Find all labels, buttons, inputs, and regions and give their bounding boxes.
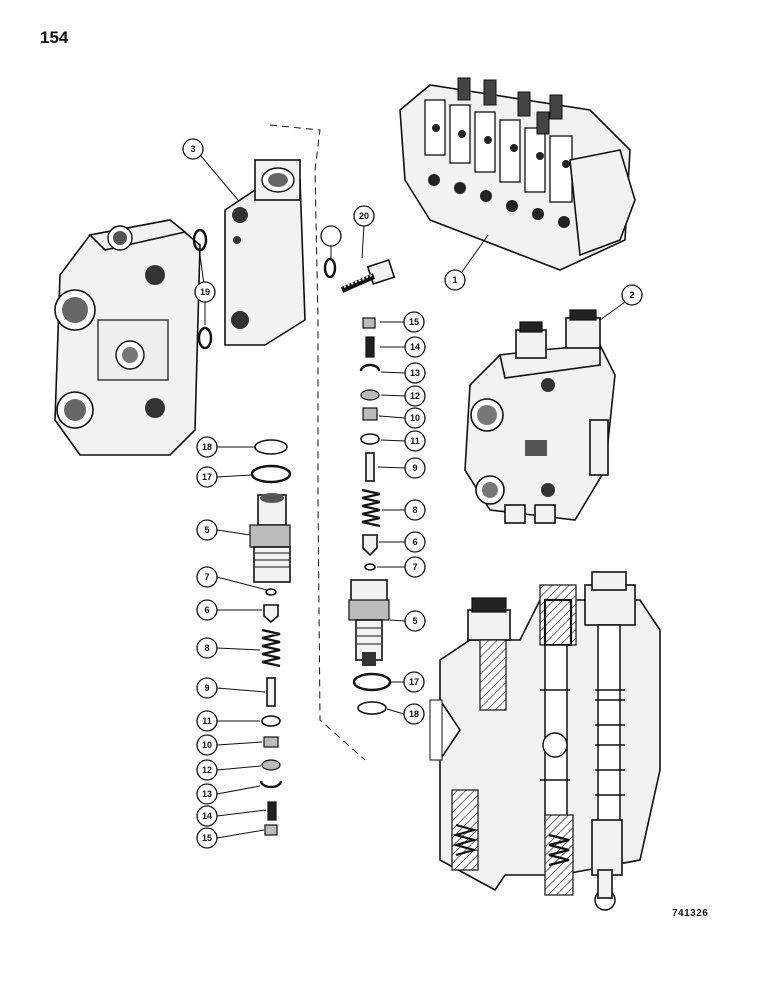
bolt-and-washer [323, 257, 396, 293]
callout-18: 19 [194, 281, 216, 303]
callout-11-right: 11 [404, 430, 426, 452]
callout-11-left: 11 [196, 710, 218, 732]
callout-5-left: 5 [196, 519, 218, 541]
callout-7-left: 7 [196, 566, 218, 588]
callout-13-left: 13 [196, 783, 218, 805]
callout-12-right: 12 [404, 385, 426, 407]
svg-text:12: 12 [410, 391, 420, 401]
svg-text:15: 15 [409, 317, 419, 327]
callout-20 [320, 225, 342, 247]
svg-text:13: 13 [202, 789, 212, 799]
callout-17-right: 18 [403, 703, 425, 725]
svg-text:7: 7 [412, 562, 417, 572]
svg-text:5: 5 [412, 616, 417, 626]
callout-17-left: 18 [196, 436, 218, 458]
svg-text:17: 17 [202, 472, 212, 482]
callout-9-right: 9 [404, 457, 426, 479]
svg-text:6: 6 [412, 537, 417, 547]
leader-lines [199, 155, 626, 839]
end-plate [224, 159, 306, 346]
svg-text:18: 18 [202, 442, 212, 452]
callout-6-right: 6 [404, 531, 426, 553]
callout-13-right: 13 [404, 362, 426, 384]
callout-10-left: 10 [196, 734, 218, 756]
callout-16-left: 17 [196, 466, 218, 488]
svg-text:2: 2 [629, 290, 634, 300]
page-number: 154 [40, 28, 69, 47]
svg-text:1: 1 [452, 275, 457, 285]
callout-6-left: 6 [196, 599, 218, 621]
svg-text:20: 20 [359, 211, 369, 221]
svg-text:8: 8 [412, 505, 417, 515]
callout-19: 20 [353, 205, 375, 227]
svg-text:11: 11 [202, 716, 212, 726]
callout-12-left: 12 [196, 759, 218, 781]
callout-8-right: 8 [404, 499, 426, 521]
valve-stack-assembly [399, 77, 636, 271]
svg-text:14: 14 [410, 342, 420, 352]
svg-text:18: 18 [409, 709, 419, 719]
sectional-view [429, 571, 661, 911]
svg-text:15: 15 [202, 833, 212, 843]
svg-text:13: 13 [410, 368, 420, 378]
o-rings-18 [192, 228, 213, 350]
left-exploded-stack [249, 439, 292, 836]
svg-text:6: 6 [204, 605, 209, 615]
callout-2: 2 [621, 284, 643, 306]
svg-text:8: 8 [204, 643, 209, 653]
callout-15-left: 15 [196, 827, 218, 849]
callout-10-right: 10 [404, 407, 426, 429]
callout-5-right: 5 [404, 610, 426, 632]
right-exploded-stack [348, 317, 392, 715]
svg-text:14: 14 [202, 811, 212, 821]
svg-text:3: 3 [190, 144, 195, 154]
callout-8-left: 8 [196, 637, 218, 659]
svg-text:12: 12 [202, 765, 212, 775]
svg-text:10: 10 [202, 740, 212, 750]
assembly-centerline [269, 124, 366, 761]
svg-text:10: 10 [410, 413, 420, 423]
valve-body [54, 219, 201, 456]
svg-text:9: 9 [204, 683, 209, 693]
callout-7-right: 7 [404, 556, 426, 578]
callout-3: 3 [182, 138, 204, 160]
svg-text:11: 11 [410, 436, 420, 446]
svg-text:7: 7 [204, 572, 209, 582]
callout-16-right: 17 [403, 671, 425, 693]
svg-text:5: 5 [204, 525, 209, 535]
callout-15-right: 15 [403, 311, 425, 333]
svg-text:9: 9 [412, 463, 417, 473]
callout-14-left: 14 [196, 805, 218, 827]
callout-1: 1 [444, 269, 466, 291]
valve-section [464, 309, 616, 524]
figure-number: 741326 [672, 908, 709, 919]
callout-14-right: 14 [404, 336, 426, 358]
svg-text:19: 19 [200, 287, 210, 297]
svg-text:17: 17 [409, 677, 419, 687]
callout-9-left: 9 [196, 677, 218, 699]
